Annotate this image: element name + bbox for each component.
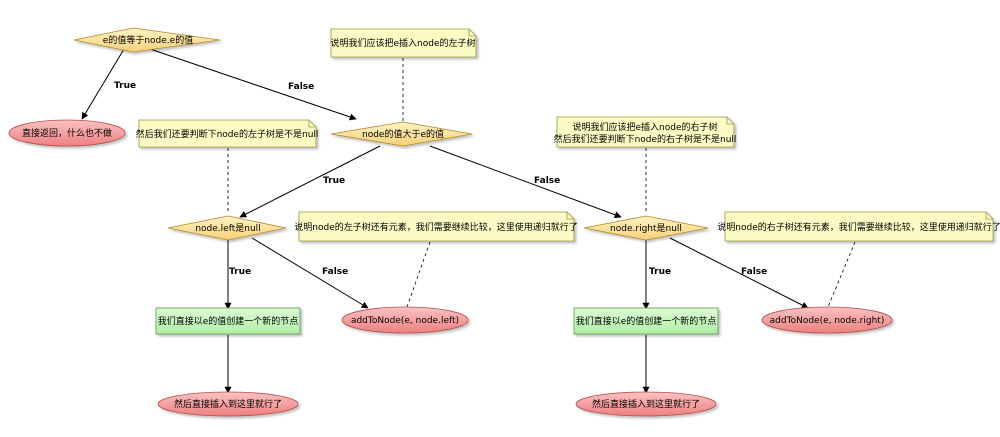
action-create-left[interactable]: 我们直接以e的值创建一个新的节点: [155, 307, 301, 335]
decision-left-null-label: node.left是null: [195, 223, 260, 234]
edge-label-left-false: False: [322, 267, 348, 277]
note-insert-left: 说明我们应该把e插入node的左子树: [331, 28, 477, 58]
edge-label-root-false: False: [288, 82, 314, 92]
action-create-left-label: 我们直接以e的值创建一个新的节点: [158, 315, 299, 327]
terminal-return-nothing[interactable]: 直接返回，什么也不做: [8, 119, 126, 147]
note-insert-right-line1: 说明我们应该把e插入node的右子树: [573, 121, 718, 133]
decision-compare-label: node的值大于e的值: [362, 128, 444, 140]
edge-label-compare-true: True: [323, 176, 345, 186]
action-create-right[interactable]: 我们直接以e的值创建一个新的节点: [573, 307, 719, 335]
note-check-left-text: 然后我们还要判断下node的左子树是不是null: [136, 128, 319, 140]
note-insert-right: 说明我们应该把e插入node的右子树 然后我们还要判断下node的右子树是不是n…: [554, 116, 737, 148]
note-insert-left-text: 说明我们应该把e插入node的左子树: [331, 37, 476, 49]
edge-label-right-false: False: [741, 267, 767, 277]
edge-compare-false: [429, 145, 622, 219]
edge-label-root-true: True: [114, 81, 136, 91]
edge-label-compare-false: False: [534, 176, 560, 186]
terminal-insert-here-left-label: 然后直接插入到这里就行了: [174, 398, 282, 410]
terminal-insert-here-right[interactable]: 然后直接插入到这里就行了: [575, 391, 717, 417]
terminal-insert-here-left[interactable]: 然后直接插入到这里就行了: [157, 391, 299, 417]
edge-left-false: [251, 237, 369, 309]
note-right-has-elems: 说明node的右子树还有元素，我们需要继续比较，这里使用递归就行了: [717, 211, 1000, 242]
terminal-recurse-left[interactable]: addToNode(e, node.left): [341, 306, 469, 334]
terminal-recurse-left-label: addToNode(e, node.left): [351, 316, 459, 326]
edge-label-right-true: True: [649, 267, 671, 277]
terminal-insert-here-right-label: 然后直接插入到这里就行了: [592, 398, 700, 410]
edge-labels: True False True False True False True Fa…: [114, 81, 767, 277]
note-left-has-elems-text: 说明node的左子树还有元素，我们需要继续比较，这里使用递归就行了: [294, 221, 577, 233]
edge-label-left-true: True: [229, 267, 251, 277]
note-links: [227, 58, 856, 308]
decision-left-null[interactable]: node.left是null: [167, 215, 287, 241]
action-create-right-label: 我们直接以e的值创建一个新的节点: [576, 315, 717, 327]
note-right-has-elems-text: 说明node的右子树还有元素，我们需要继续比较，这里使用递归就行了: [717, 221, 1000, 233]
terminal-recurse-right-label: addToNode(e, node.right): [770, 316, 885, 326]
edge-compare-true: [239, 145, 381, 218]
decision-root[interactable]: e的值等于node.e的值: [73, 27, 221, 53]
note-insert-right-line2: 然后我们还要判断下node的右子树是不是null: [554, 133, 737, 145]
edge-root-false: [149, 48, 357, 121]
edges: [81, 48, 809, 394]
edge-root-true: [81, 48, 125, 120]
decision-compare[interactable]: node的值大于e的值: [330, 121, 473, 147]
terminal-recurse-right[interactable]: addToNode(e, node.right): [761, 306, 893, 334]
note-left-has-elems: 说明node的左子树还有元素，我们需要继续比较，这里使用递归就行了: [294, 211, 578, 242]
decision-right-null-label: node.right是null: [610, 223, 682, 234]
terminal-return-nothing-label: 直接返回，什么也不做: [22, 127, 112, 139]
decision-right-null[interactable]: node.right是null: [583, 215, 709, 241]
edge-right-false: [669, 237, 809, 309]
note-check-left: 然后我们还要判断下node的左子树是不是null: [136, 119, 319, 148]
decision-root-label: e的值等于node.e的值: [103, 34, 193, 46]
